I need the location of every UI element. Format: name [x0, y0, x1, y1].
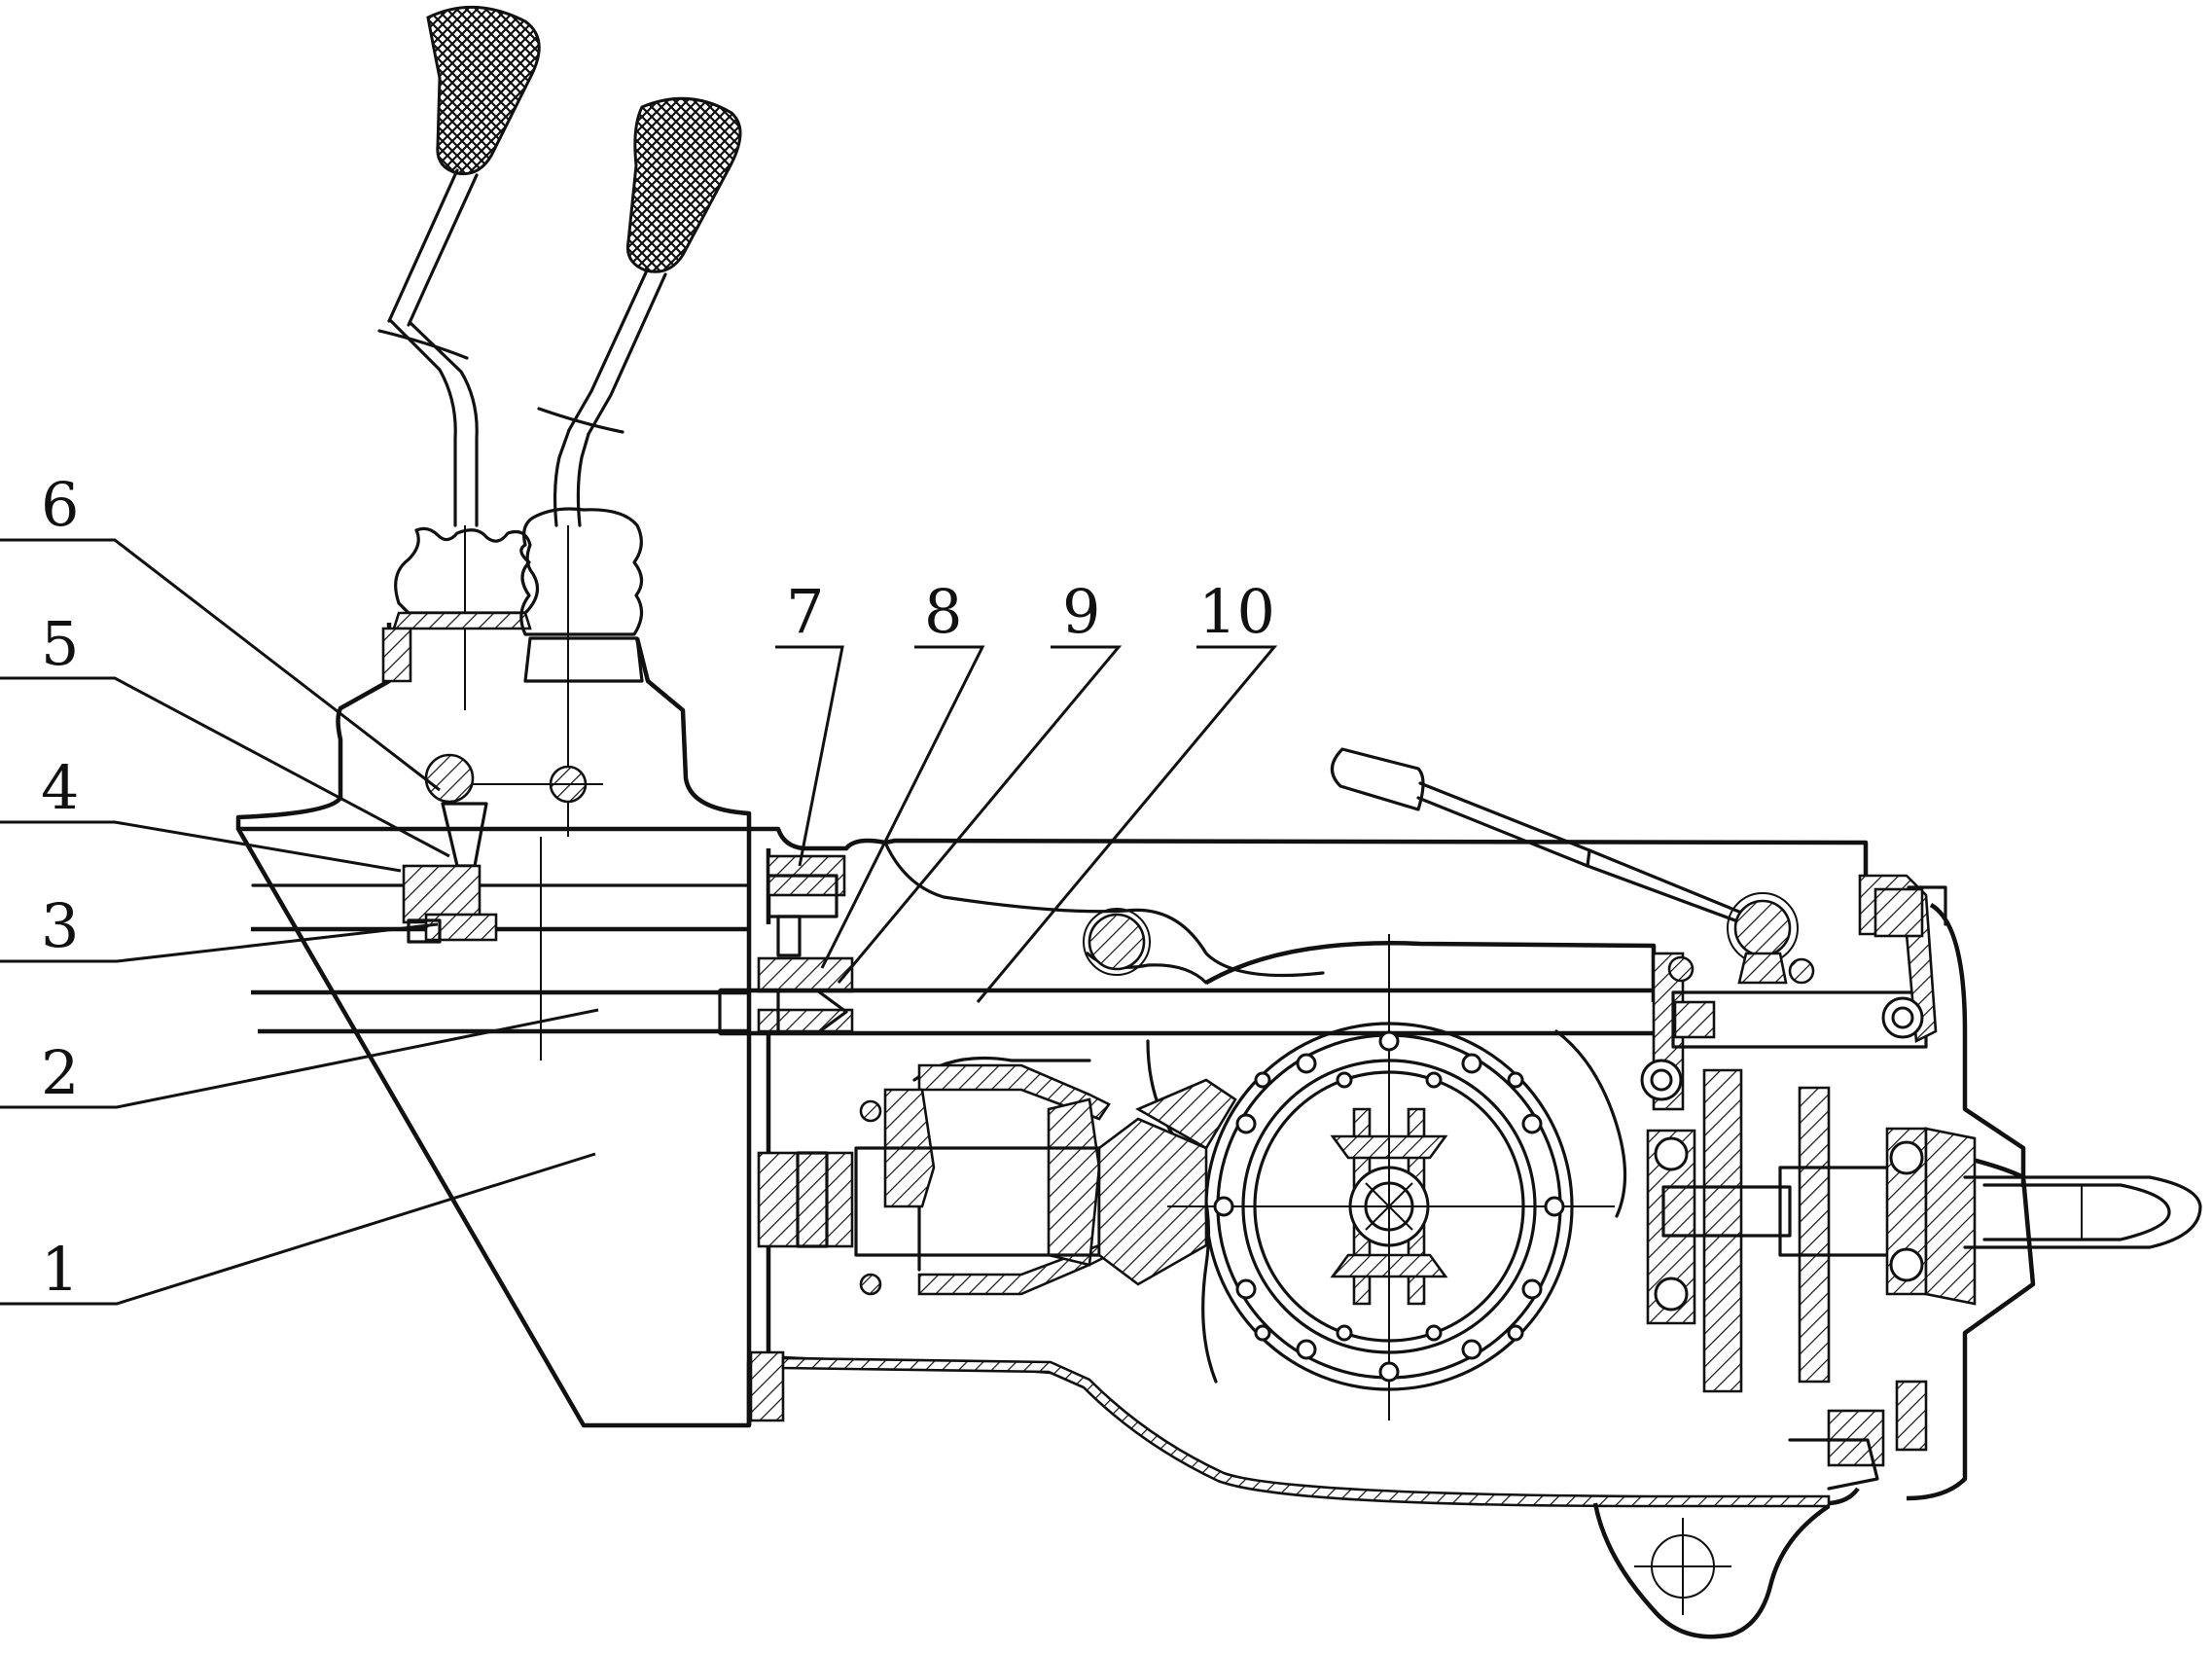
right-shift-lever — [537, 96, 742, 837]
right-rubber-boot — [519, 507, 644, 683]
left-rubber-boot — [392, 526, 540, 630]
callout-5: 5 — [41, 608, 79, 679]
callout-7: 7 — [786, 576, 824, 647]
shifter-housing — [235, 623, 752, 829]
right-end-housing — [1640, 874, 2026, 1187]
differential-assembly — [1167, 934, 1615, 1420]
callout-2: 2 — [41, 1037, 79, 1108]
callout-1: 1 — [41, 1234, 79, 1305]
callout-9: 9 — [1062, 576, 1100, 647]
side-output-bearing-assembly — [1646, 1068, 2202, 1501]
callout-10: 10 — [1198, 576, 1275, 647]
main-housing-top — [749, 826, 1869, 1002]
callout-leaders — [0, 538, 1278, 1306]
shift-fork — [402, 802, 498, 944]
left-shift-lever — [377, 5, 541, 710]
callout-4: 4 — [41, 752, 79, 823]
callout-6: 6 — [41, 469, 79, 540]
callout-8: 8 — [924, 576, 962, 647]
brake-lever — [1330, 747, 1799, 985]
pinion-shaft-bearing-assembly — [757, 1063, 1237, 1296]
shift-fork-block — [757, 854, 854, 1033]
differential-bolt-circle — [1213, 1030, 1565, 1383]
callout-3: 3 — [41, 890, 79, 961]
output-shaft — [718, 988, 1654, 1036]
